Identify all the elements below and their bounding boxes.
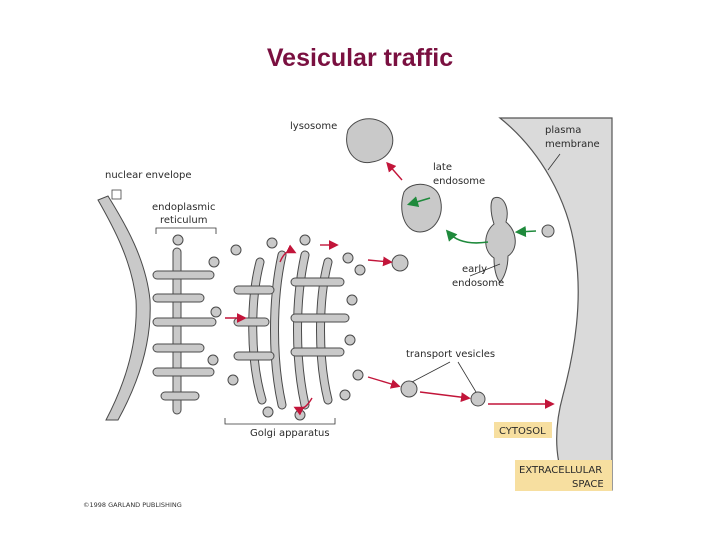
transport-vesicles (391, 224, 555, 407)
plasma-membrane-label-line1: plasma (545, 125, 581, 136)
er-label-line1: endoplasmic (152, 202, 215, 213)
late-endosome (401, 183, 442, 233)
cytosol-box (494, 422, 552, 438)
er-label-line2: reticulum (160, 215, 207, 226)
nuclear-envelope (97, 189, 151, 421)
golgi-apparatus-label: Golgi apparatus (250, 428, 330, 439)
endoplasmic-reticulum (152, 234, 222, 415)
slide-title: Vesicular traffic (266, 44, 454, 72)
copyright-text: ©1998 GARLAND PUBLISHING (83, 501, 182, 509)
extracellular-label-line1: EXTRACELLULAR (519, 465, 602, 476)
extracellular-space-box (515, 460, 612, 491)
golgi-apparatus (227, 234, 366, 421)
lysosome-label: lysosome (290, 121, 337, 132)
plasma-membrane-label-line2: membrane (545, 139, 600, 150)
label-leader-lines (155, 153, 561, 425)
lysosome (346, 118, 394, 164)
late-endosome-label-line2: endosome (433, 176, 485, 187)
cytosol-label: CYTOSOL (499, 426, 546, 437)
late-endosome-label-line1: late (433, 162, 452, 173)
early-endosome-label-line1: early (462, 264, 487, 275)
secretory-pathway-arrows (225, 161, 555, 416)
early-endosome-label-line2: endosome (452, 278, 504, 289)
early-endosome (485, 196, 516, 283)
transport-vesicles-label: transport vesicles (406, 349, 495, 360)
extracellular-label-line2: SPACE (572, 479, 604, 490)
nuclear-envelope-label: nuclear envelope (105, 170, 191, 181)
endocytic-pathway-arrows (406, 196, 537, 244)
